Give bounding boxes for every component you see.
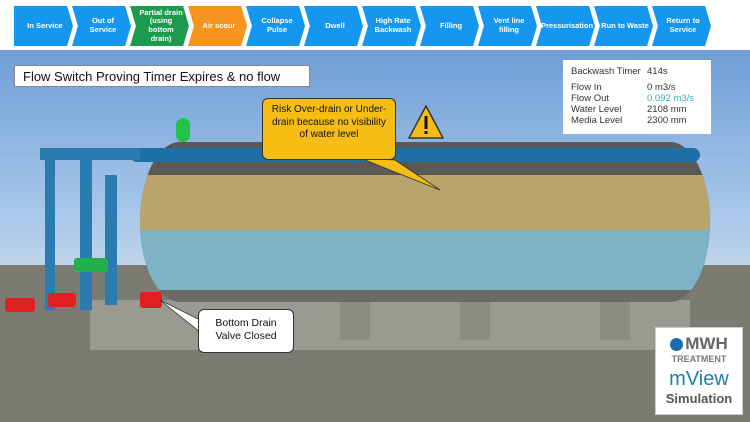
bottom-drain-valve[interactable] — [140, 292, 162, 308]
step-partial-drain-using-bottom-drain[interactable]: Partial drain (using bottom drain) — [130, 6, 189, 46]
logo-product-sub: Simulation — [665, 391, 733, 406]
valve-callout: Bottom Drain Valve Closed — [198, 309, 294, 353]
scenario-title: Flow Switch Proving Timer Expires & no f… — [14, 65, 310, 87]
flow-out-value: 0.092 m3/s — [647, 93, 694, 104]
step-pressurisation[interactable]: Pressurisation — [536, 6, 595, 46]
risk-callout: Risk Over-drain or Under-drain because n… — [262, 98, 396, 160]
step-out-of-service[interactable]: Out of Service — [72, 6, 131, 46]
logo-brand: MWH — [685, 334, 728, 353]
step-collapse-pulse[interactable]: Collapse Pulse — [246, 6, 305, 46]
water-level-label: Water Level — [571, 104, 622, 115]
media-level-value: 2300 mm — [647, 115, 687, 126]
backwash-timer-value: 414s — [647, 66, 668, 77]
globe-icon — [670, 337, 684, 351]
step-air-scour[interactable]: Air scour — [188, 6, 247, 46]
mwh-mview-logo: MWH TREATMENT mView Simulation — [655, 327, 743, 415]
step-return-to-service[interactable]: Return to Service — [652, 6, 711, 46]
step-filling[interactable]: Filling — [420, 6, 479, 46]
closed-valve[interactable] — [5, 298, 35, 312]
vertical-pipe — [45, 150, 55, 310]
flow-in-label: Flow In — [571, 82, 602, 93]
filter-vessel — [140, 142, 710, 302]
vertical-pipe — [105, 175, 117, 305]
concrete-slab — [90, 300, 690, 350]
process-info-panel: Backwash Timer 414s Flow In 0 m3/s Flow Ou… — [563, 60, 711, 134]
vent-valve[interactable] — [176, 118, 190, 142]
step-in-service[interactable]: In Service — [14, 6, 73, 46]
water-level-value: 2108 mm — [647, 104, 687, 115]
flow-in-value: 0 m3/s — [647, 82, 676, 93]
open-valve[interactable] — [74, 258, 108, 272]
step-dwell[interactable]: Dwell — [304, 6, 363, 46]
step-run-to-waste[interactable]: Run to Waste — [594, 6, 653, 46]
step-vent-line-filling[interactable]: Vent line filling — [478, 6, 537, 46]
flow-out-label: Flow Out — [571, 93, 610, 104]
logo-sub: TREATMENT — [671, 354, 727, 364]
media-level-label: Media Level — [571, 115, 623, 126]
logo-product: mView — [669, 368, 729, 390]
warning-triangle-icon — [408, 105, 444, 139]
step-high-rate-backwash[interactable]: High Rate Backwash — [362, 6, 421, 46]
closed-valve[interactable] — [48, 293, 76, 307]
backwash-timer-label: Backwash Timer — [571, 66, 641, 77]
water-layer — [140, 230, 710, 290]
